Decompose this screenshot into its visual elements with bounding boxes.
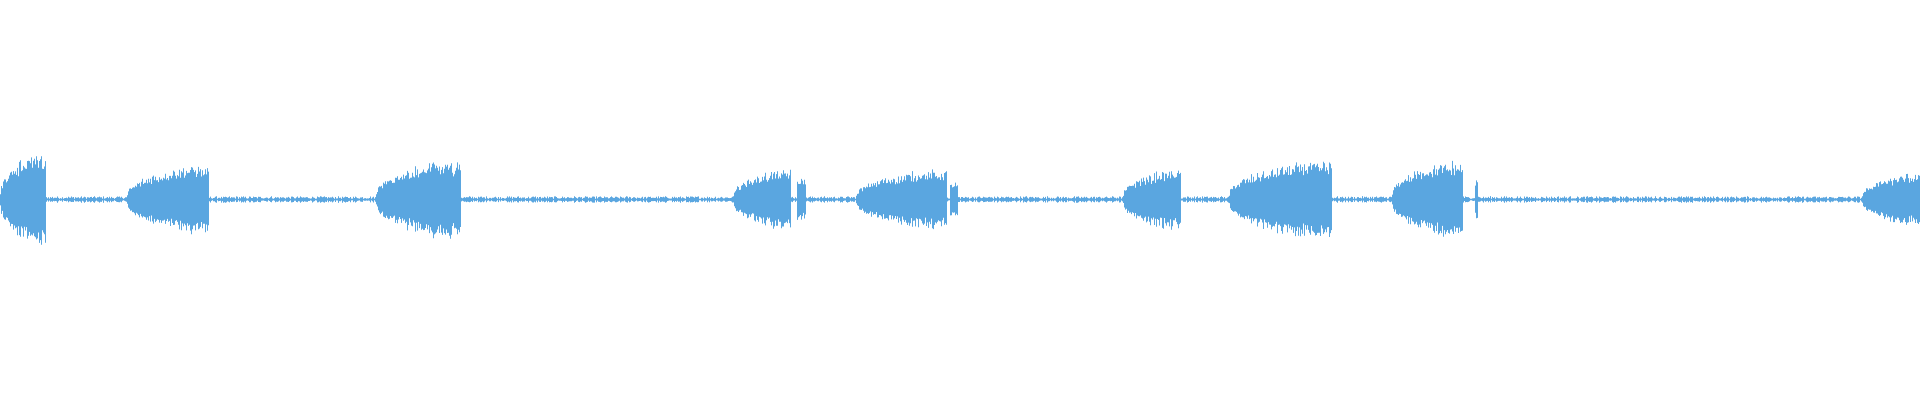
waveform-trace (0, 156, 1920, 245)
waveform-peaks (0, 156, 1920, 245)
